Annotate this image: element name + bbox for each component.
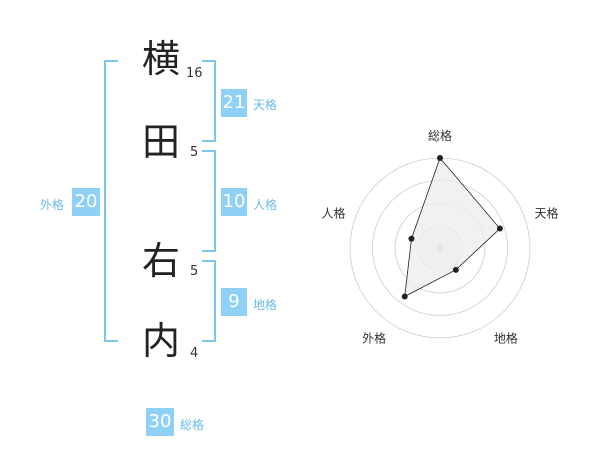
radar-axis-label-3: 地格: [494, 331, 518, 346]
chikaku-bracket: [202, 260, 216, 342]
radar-points: [401, 155, 503, 300]
gaikaku-bracket: [104, 60, 118, 342]
gaikaku-value: 20: [72, 188, 100, 216]
radar-point-5: [408, 235, 415, 242]
gaikaku-label: 外格: [40, 198, 65, 212]
chikaku-value: 9: [221, 288, 247, 316]
name-char-2: 田: [142, 120, 181, 164]
jinkaku-value: 10: [221, 188, 247, 216]
tenkaku-label: 天格: [253, 98, 278, 112]
name-char-3-strokes: 5: [190, 264, 199, 279]
soukaku-label: 総格: [180, 418, 205, 432]
name-char-3: 右: [142, 239, 181, 283]
radar-axis-label-5: 人格: [321, 205, 345, 220]
radar-point-1: [437, 155, 443, 161]
name-char-4: 内: [142, 319, 181, 363]
radar-point-2: [496, 225, 503, 232]
radar-axis-label-1: 総格: [428, 128, 452, 143]
radar-point-3: [452, 266, 459, 273]
radar-axis-label-4: 外格: [362, 331, 386, 346]
radar-polygon: [404, 157, 501, 298]
tenkaku-value: 21: [221, 89, 247, 117]
jinkaku-bracket: [202, 150, 216, 252]
tenkaku-bracket: [202, 60, 216, 142]
radar-point-4: [401, 293, 408, 300]
radar-axis-label-2: 天格: [535, 205, 559, 220]
name-char-1: 横: [142, 37, 181, 81]
chikaku-label: 地格: [253, 298, 278, 312]
name-char-1-strokes: 16: [186, 66, 203, 81]
soukaku-value: 30: [146, 408, 174, 436]
name-char-4-strokes: 4: [190, 346, 199, 361]
name-char-2-strokes: 5: [190, 145, 199, 160]
jinkaku-label: 人格: [253, 198, 278, 212]
